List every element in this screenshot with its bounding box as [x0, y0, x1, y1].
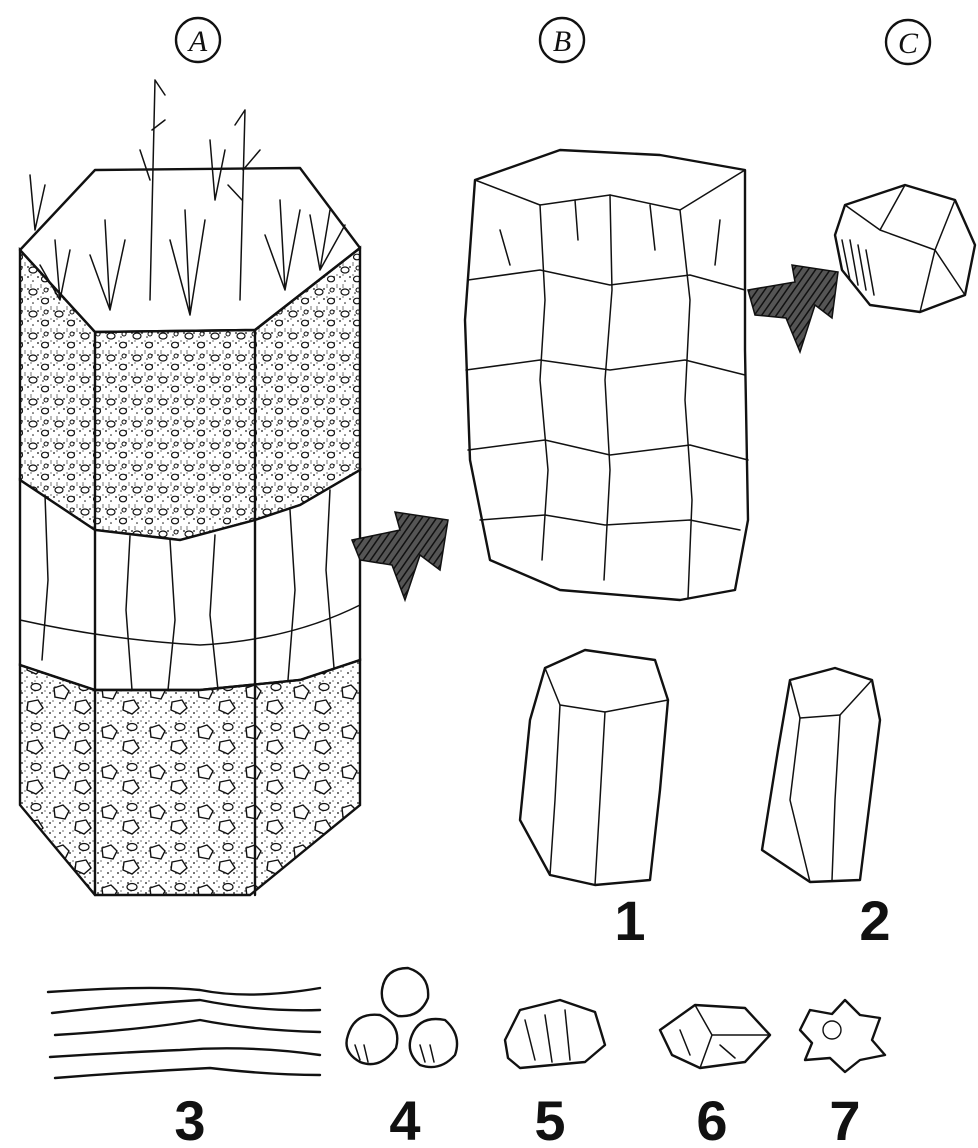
- angular-blocky: [660, 1005, 770, 1068]
- single-ped: [835, 185, 975, 312]
- granular-structure: [347, 968, 458, 1067]
- gravel-layer: [20, 660, 360, 895]
- panel-label-a-text: A: [187, 25, 208, 58]
- panel-label-b: B: [540, 18, 584, 62]
- label-5: 5: [534, 1089, 565, 1148]
- subangular-blocky: [505, 1000, 605, 1068]
- label-2: 2: [859, 889, 890, 952]
- label-4: 4: [389, 1089, 420, 1148]
- crumb-structure: [800, 1000, 885, 1072]
- label-1: 1: [614, 889, 645, 952]
- panel-label-c: C: [886, 20, 930, 64]
- columnar-block: [465, 150, 748, 600]
- panel-label-b-text: B: [553, 25, 571, 58]
- label-3: 3: [174, 1089, 205, 1148]
- label-7: 7: [829, 1089, 860, 1148]
- grass: [30, 80, 345, 315]
- panel-label-c-text: C: [898, 27, 919, 60]
- prism-1: [520, 650, 668, 885]
- soil-profile-prism: [20, 80, 360, 895]
- arrow-b-to-c: [748, 265, 838, 352]
- label-6: 6: [696, 1089, 727, 1148]
- humus-layer: [20, 248, 360, 540]
- prism-2: [762, 668, 880, 882]
- panel-label-a: A: [176, 18, 220, 62]
- arrow-a-to-b: [352, 512, 448, 600]
- platy-structure: [48, 988, 320, 1078]
